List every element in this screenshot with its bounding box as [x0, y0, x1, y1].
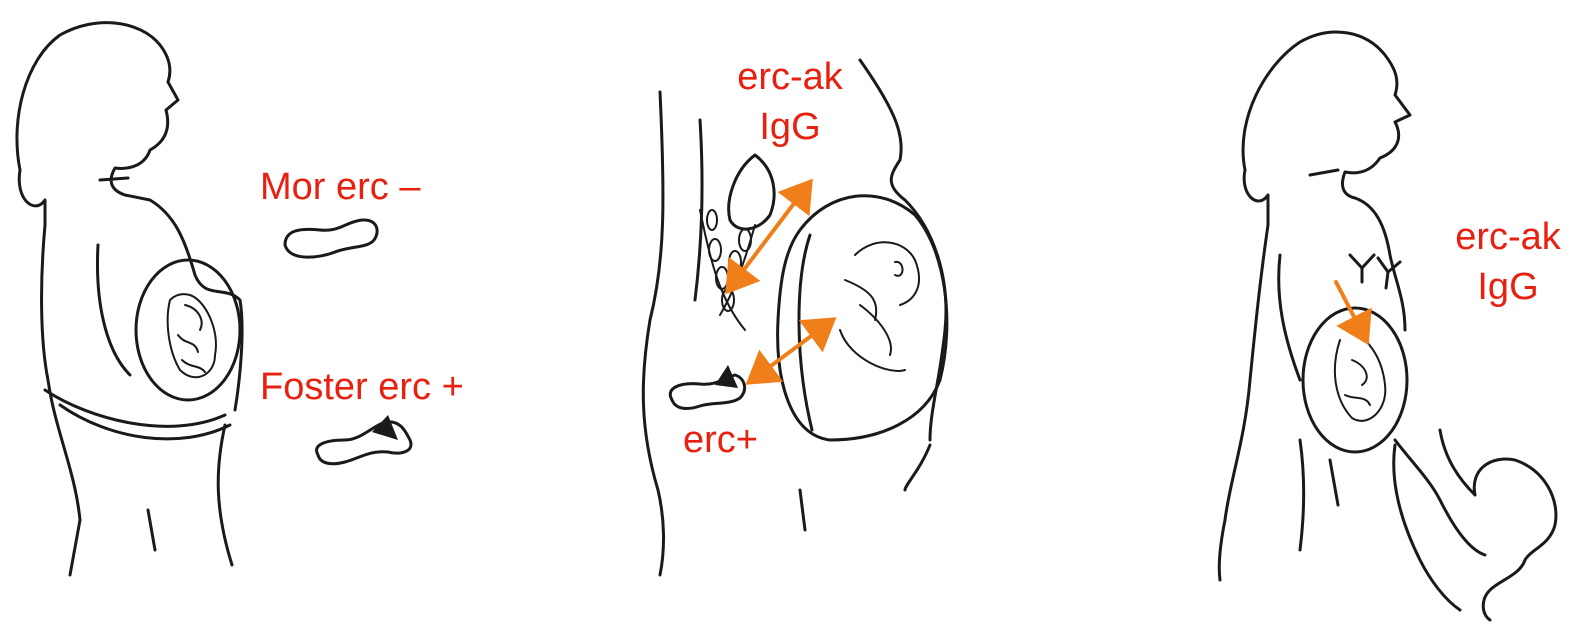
label-antibody-line2-right: IgG: [1448, 265, 1568, 309]
fetal-rbc-cell: [317, 415, 411, 464]
fetal-rbc-cell-middle: [670, 365, 744, 408]
arrow-fetal-cell-transfer: [752, 322, 830, 380]
mother-rbc-cell: [285, 220, 377, 257]
label-antibody-line2: IgG: [730, 105, 850, 149]
fetus-left: [168, 294, 216, 377]
label-antibody-line1: erc-ak: [730, 55, 850, 99]
uterus-middle: [778, 196, 947, 440]
fetus-right: [1335, 332, 1385, 421]
label-fetal-rbc-positive: Foster erc +: [260, 365, 464, 409]
uterus-right: [1303, 308, 1407, 452]
label-fetal-cell-positive: erc+: [683, 418, 758, 462]
label-antibody-igg-right: erc-ak IgG: [1448, 215, 1568, 309]
uterus-left: [136, 260, 240, 400]
pregnant-woman-right: [1219, 32, 1556, 620]
label-mother-rbc-negative: Mor erc –: [260, 165, 420, 209]
pregnant-woman-left: [17, 23, 242, 575]
label-antibody-line1-right: erc-ak: [1448, 215, 1568, 259]
fetus-middle: [840, 242, 919, 371]
child-figure: [1394, 430, 1556, 620]
label-antibody-igg-middle: erc-ak IgG: [730, 55, 850, 149]
placenta: [729, 155, 774, 229]
